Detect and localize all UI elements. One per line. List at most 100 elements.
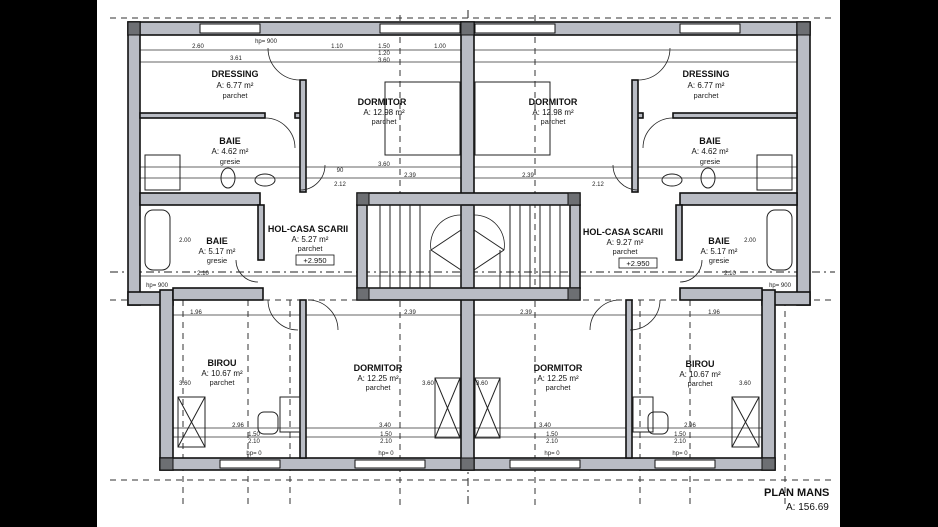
dimension-label: hp= 900 [769,283,792,289]
room-finish: parchet [222,91,248,100]
plan-total-area: A: 156.69 [786,502,829,513]
room-finish: parchet [545,383,571,392]
dimension-label: 1.50 [674,432,686,438]
dimension-label: 2.10 [380,439,392,445]
dimension-label: 3.60 [476,381,488,387]
room-dormitor-bottom-left: DORMITOR A: 12.25 m² parchet [354,363,403,392]
furniture [144,81,793,448]
level-marker: +2.950 [303,256,326,265]
room-finish: parchet [297,244,323,253]
room-finish: parchet [540,117,566,126]
dimension-label: hp= 0 [672,451,688,457]
dimension-label: hp= 900 [255,39,278,45]
room-name: HOL-CASA SCARII [268,224,348,234]
room-hol-left: HOL-CASA SCARII A: 5.27 m² parchet +2.95… [268,224,348,266]
room-area: A: 12.98 m² [363,108,405,117]
room-dressing-left: DRESSING A: 6.77 m² parchet [211,69,258,100]
dimension-label: 3.60 [378,58,390,64]
room-area: A: 6.77 m² [688,81,725,90]
room-name: BAIE [699,136,721,146]
dimension-label: 2.39 [404,310,416,316]
room-name: DORMITOR [354,363,403,373]
dimension-label: 2.10 [546,439,558,445]
dimension-label: 3.60 [422,381,434,387]
room-finish: gresie [207,256,227,265]
room-name: DORMITOR [534,363,583,373]
room-name: DRESSING [682,69,729,79]
room-area: A: 5.17 m² [199,247,236,256]
room-area: A: 5.27 m² [292,235,329,244]
room-area: A: 10.67 m² [679,370,721,379]
room-name: BAIE [219,136,241,146]
room-area: A: 12.25 m² [537,374,579,383]
room-dormitor-top-right: DORMITOR A: 12.98 m² parchet [529,97,578,126]
dimension-label: 2.10 [674,439,686,445]
dimension-label: 3.61 [230,56,242,62]
room-finish: parchet [371,117,397,126]
dimension-label: 2.12 [592,182,604,188]
dimension-label: 3.60 [378,162,390,168]
room-name: BAIE [708,236,730,246]
dimension-label: 3.40 [539,423,551,429]
dimension-label: 2.10 [197,271,209,277]
room-area: A: 10.67 m² [201,369,243,378]
room-name: BIROU [208,358,237,368]
dimension-label: 1.50 [546,432,558,438]
dimension-label: 2.39 [522,173,534,179]
room-area: A: 9.27 m² [607,238,644,247]
room-hol-right: HOL-CASA SCARII A: 9.27 m² parchet +2.95… [583,227,663,269]
room-area: A: 12.25 m² [357,374,399,383]
dimension-label: hp= 0 [544,451,560,457]
windows [199,23,741,469]
dimension-label: 2.10 [248,439,260,445]
room-name: HOL-CASA SCARII [583,227,663,237]
dimension-label: 2.60 [192,44,204,50]
room-finish: parchet [693,91,719,100]
dimension-label: 3.40 [379,423,391,429]
dimension-label: 3.60 [739,381,751,387]
dimension-label: 90 [337,168,344,174]
room-finish: gresie [709,256,729,265]
dimension-label: 2.00 [179,238,191,244]
dimension-label: 1.00 [434,44,446,50]
dimension-label: 1.50 [380,432,392,438]
room-area: A: 4.62 m² [692,147,729,156]
dimension-label: 1.20 [378,51,390,57]
room-birou-right: BIROU A: 10.67 m² parchet [679,359,721,388]
room-area: A: 4.62 m² [212,147,249,156]
dimension-label: 2.12 [334,182,346,188]
dimension-label: 2.10 [724,271,736,277]
dimension-label: 1.10 [331,44,343,50]
room-name: BAIE [206,236,228,246]
room-name: DORMITOR [358,97,407,107]
room-dormitor-bottom-right: DORMITOR A: 12.25 m² parchet [534,363,583,392]
room-dormitor-top-left: DORMITOR A: 12.98 m² parchet [358,97,407,126]
dimension-label: 2.39 [520,310,532,316]
room-baie-mid-right: BAIE A: 5.17 m² gresie [701,236,738,265]
room-finish: parchet [687,379,713,388]
dimension-label: 2.00 [744,238,756,244]
letterbox-right [840,0,938,527]
dimension-label: hp= 0 [378,451,394,457]
room-baie-top-right: BAIE A: 4.62 m² gresie [692,136,729,166]
plan-title: PLAN MANS [764,487,829,499]
room-area: A: 6.77 m² [217,81,254,90]
dimension-label: hp= 900 [146,283,169,289]
dimension-label: 1.96 [708,310,720,316]
room-area: A: 5.17 m² [701,247,738,256]
room-birou-left: BIROU A: 10.67 m² parchet [201,358,243,387]
dimension-label: 2.39 [404,173,416,179]
room-dressing-right: DRESSING A: 6.77 m² parchet [682,69,729,100]
room-baie-mid-left: BAIE A: 5.17 m² gresie [199,236,236,265]
walls [127,21,811,471]
title-block: PLAN MANS A: 156.69 [764,487,829,513]
doors [235,47,703,331]
room-finish: parchet [365,383,391,392]
dimension-label: 3.60 [179,381,191,387]
room-name: DORMITOR [529,97,578,107]
dimension-label: 2.96 [684,423,696,429]
dimension-label: 1.50 [378,44,390,50]
dimension-label: 1.50 [248,432,260,438]
dimension-label: 2.96 [232,423,244,429]
